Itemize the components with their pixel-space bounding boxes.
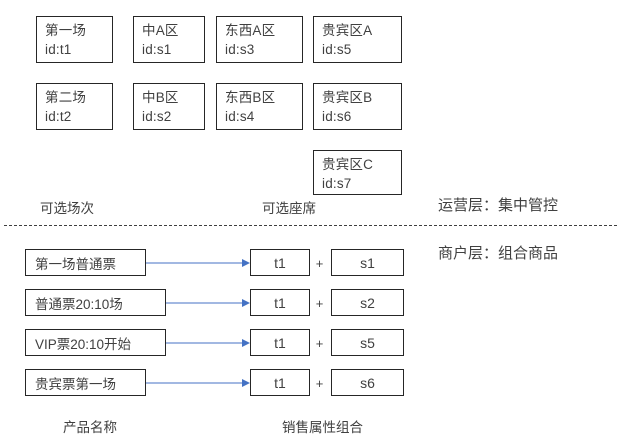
caption-available-sessions: 可选场次 [40, 201, 94, 216]
catalog-card-id: id:t2 [45, 109, 72, 124]
catalog-card-name: 中B区 [142, 90, 179, 105]
product-name-box[interactable]: 贵宾票第一场 [25, 369, 146, 396]
catalog-card[interactable]: 东西A区 id:s3 [216, 16, 303, 63]
product-name-text: 普通票20:10场 [35, 296, 123, 312]
catalog-card-name: 中A区 [142, 23, 179, 38]
attribute-box-seat[interactable]: s2 [331, 289, 404, 316]
product-name-text: VIP票20:10开始 [35, 336, 132, 352]
catalog-card-id: id:s6 [322, 109, 352, 124]
plus-icon: + [315, 256, 324, 271]
product-name-text: 第一场普通票 [35, 256, 116, 272]
product-name-box[interactable]: 第一场普通票 [25, 249, 146, 276]
foot-caption-sales-attribute: 销售属性组合 [282, 420, 363, 435]
catalog-card[interactable]: 第一场 id:t1 [36, 16, 113, 63]
catalog-card-id: id:s4 [225, 109, 255, 124]
product-name-box[interactable]: 普通票20:10场 [25, 289, 166, 316]
attribute-value: t1 [274, 294, 286, 311]
catalog-card-name: 第二场 [45, 90, 87, 105]
foot-caption-product-name: 产品名称 [63, 420, 117, 435]
attribute-box-session[interactable]: t1 [250, 249, 310, 276]
catalog-card-id: id:s7 [322, 176, 352, 191]
mapping-arrow [166, 289, 250, 316]
attribute-box-session[interactable]: t1 [250, 289, 310, 316]
attribute-value: t1 [274, 334, 286, 351]
plus-icon: + [315, 336, 324, 351]
attribute-box-seat[interactable]: s5 [331, 329, 404, 356]
attribute-value: s1 [360, 254, 375, 271]
mapping-arrow [146, 369, 250, 396]
layer-divider [4, 225, 617, 226]
layer-label-merchant: 商户层：组合商品 [438, 245, 559, 262]
catalog-card-name: 东西A区 [225, 23, 276, 38]
attribute-value: t1 [274, 374, 286, 391]
catalog-card-name: 贵宾区B [322, 90, 373, 105]
catalog-card[interactable]: 贵宾区B id:s6 [313, 83, 402, 130]
catalog-card[interactable]: 中A区 id:s1 [133, 16, 205, 63]
attribute-value: t1 [274, 254, 286, 271]
product-name-box[interactable]: VIP票20:10开始 [25, 329, 166, 356]
catalog-card[interactable]: 贵宾区C id:s7 [313, 150, 402, 195]
catalog-card[interactable]: 贵宾区A id:s5 [313, 16, 402, 63]
caption-available-seats: 可选座席 [262, 201, 316, 216]
mapping-arrow [146, 249, 250, 276]
attribute-box-session[interactable]: t1 [250, 369, 310, 396]
attribute-value: s6 [360, 374, 375, 391]
catalog-card-id: id:t1 [45, 42, 72, 57]
catalog-card[interactable]: 东西B区 id:s4 [216, 83, 303, 130]
plus-icon: + [315, 376, 324, 391]
catalog-card-id: id:s1 [142, 42, 172, 57]
attribute-value: s2 [360, 294, 375, 311]
catalog-card-name: 东西B区 [225, 90, 276, 105]
layer-label-operations: 运营层：集中管控 [438, 197, 559, 214]
catalog-card-name: 第一场 [45, 23, 87, 38]
mapping-arrow [166, 329, 250, 356]
catalog-card[interactable]: 中B区 id:s2 [133, 83, 205, 130]
catalog-card[interactable]: 第二场 id:t2 [36, 83, 113, 130]
attribute-box-seat[interactable]: s1 [331, 249, 404, 276]
catalog-card-id: id:s3 [225, 42, 255, 57]
attribute-value: s5 [360, 334, 375, 351]
product-name-text: 贵宾票第一场 [35, 376, 116, 392]
catalog-card-name: 贵宾区C [322, 157, 374, 172]
plus-icon: + [315, 296, 324, 311]
attribute-box-seat[interactable]: s6 [331, 369, 404, 396]
attribute-box-session[interactable]: t1 [250, 329, 310, 356]
catalog-card-name: 贵宾区A [322, 23, 373, 38]
catalog-card-id: id:s2 [142, 109, 172, 124]
catalog-card-id: id:s5 [322, 42, 352, 57]
